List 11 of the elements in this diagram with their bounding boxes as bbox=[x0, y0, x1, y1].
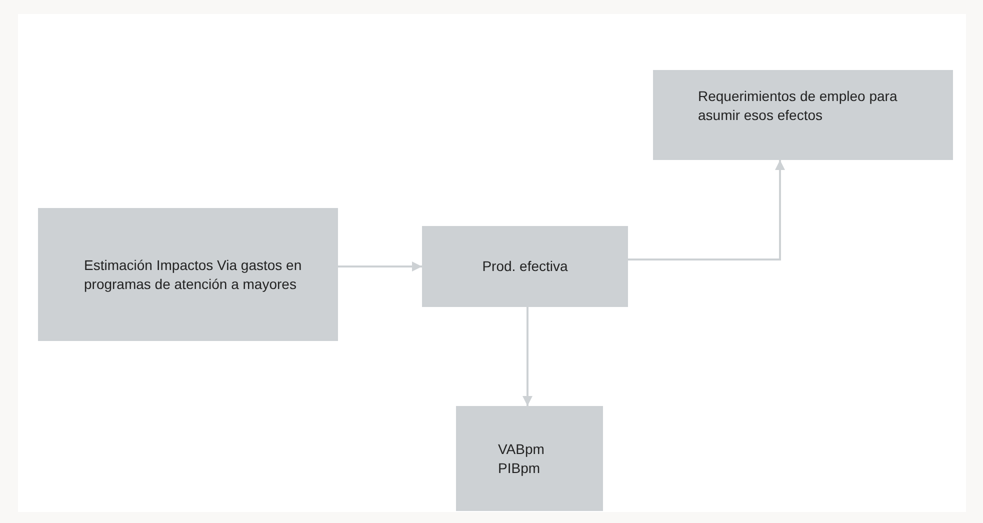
box-label: Estimación Impactos Via gastos en programas de atención a mayores bbox=[84, 256, 303, 294]
arrow bbox=[628, 160, 785, 260]
box-label: Requerimientos de empleo para asumir esos efectos bbox=[698, 87, 898, 125]
box-label: VABpm PIBpm bbox=[498, 440, 546, 478]
process-box bbox=[456, 406, 603, 511]
process-box bbox=[422, 226, 628, 307]
process-box bbox=[653, 70, 953, 160]
arrow bbox=[338, 262, 422, 272]
box-label: Prod. efectiva bbox=[482, 257, 568, 276]
process-box bbox=[38, 208, 338, 341]
arrow bbox=[522, 307, 532, 406]
